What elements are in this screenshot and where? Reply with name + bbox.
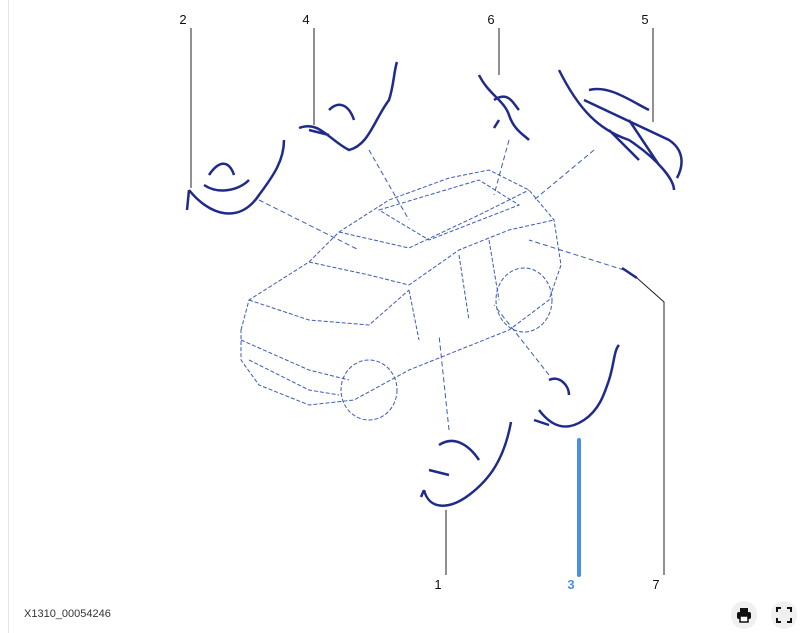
callout-7[interactable]: 7 — [652, 577, 660, 592]
harness-5 — [557, 69, 683, 191]
callout-lines — [190, 28, 665, 575]
harness-2 — [185, 139, 286, 215]
harness-4 — [298, 61, 399, 152]
harness-1 — [419, 421, 513, 507]
vehicle-outline — [240, 169, 562, 421]
fullscreen-icon — [776, 607, 792, 623]
callout-5[interactable]: 5 — [641, 12, 649, 27]
leader-lines — [258, 139, 625, 431]
figure-reference: X1310_00054246 — [24, 608, 111, 620]
fullscreen-button[interactable] — [771, 601, 797, 629]
harness-7 — [621, 266, 638, 280]
harness-6 — [477, 74, 530, 141]
callout-3[interactable]: 3 — [567, 577, 575, 592]
callout-2[interactable]: 2 — [179, 12, 187, 27]
print-button[interactable] — [731, 601, 757, 629]
callout-4[interactable]: 4 — [302, 12, 310, 27]
diagram-viewer: 2 4 6 5 1 3 7 — [8, 0, 811, 633]
print-icon — [737, 608, 751, 623]
wiring-harness-diagram — [185, 28, 683, 577]
harnesses — [185, 61, 683, 507]
harness-3 — [533, 344, 621, 428]
callout-1[interactable]: 1 — [434, 577, 442, 592]
callout-6[interactable]: 6 — [487, 12, 495, 27]
